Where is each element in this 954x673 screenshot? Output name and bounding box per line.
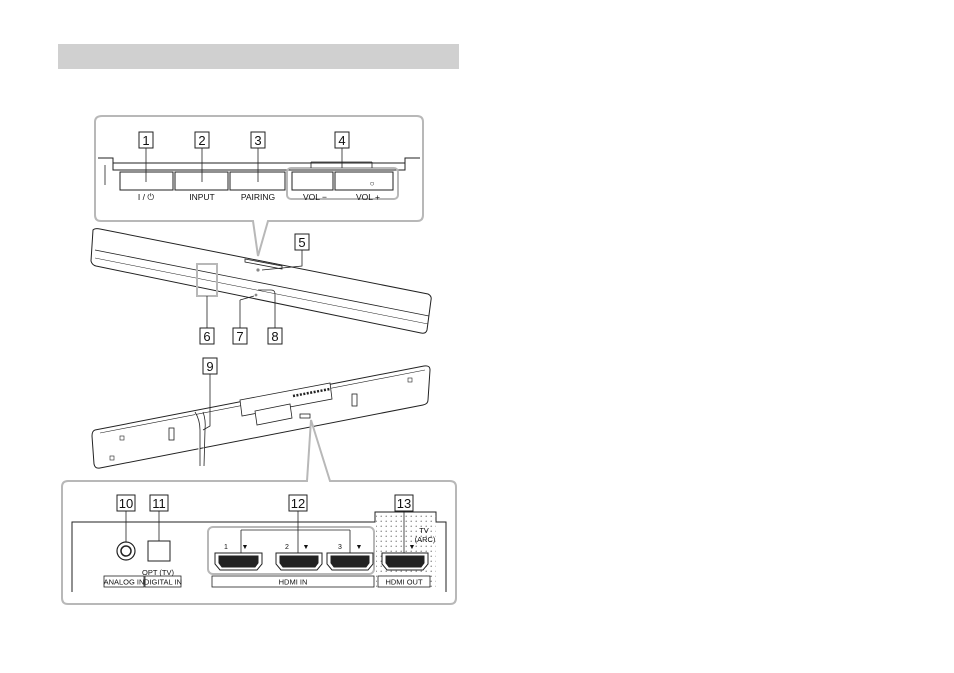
top-buttons-row bbox=[120, 172, 393, 190]
callout-6: 6 bbox=[200, 328, 214, 344]
pairing-button[interactable] bbox=[230, 172, 285, 190]
vol-plus-tactile-dot: ○ bbox=[370, 179, 375, 188]
vol-minus-button[interactable] bbox=[292, 172, 333, 190]
callout-10: 10 bbox=[117, 495, 135, 511]
hdmi-in-arrow-3: ▼ bbox=[356, 544, 363, 551]
callout-11: 11 bbox=[150, 495, 168, 511]
hdmi-out-arrow: ▼ bbox=[409, 544, 416, 551]
hdmi-in-number-3: 3 bbox=[338, 544, 342, 551]
svg-text:12: 12 bbox=[291, 496, 305, 511]
callout-2: 2 bbox=[195, 132, 209, 148]
hdmi-in-port-1[interactable] bbox=[215, 553, 262, 570]
hdmi-in-port-3[interactable] bbox=[327, 553, 373, 570]
hdmi-in-arrow-1: ▼ bbox=[242, 544, 249, 551]
svg-text:2: 2 bbox=[198, 133, 205, 148]
svg-text:3: 3 bbox=[254, 133, 261, 148]
hdmi-in-label: HDMI IN bbox=[279, 578, 308, 587]
hdmi-out-port[interactable] bbox=[382, 553, 428, 570]
callout-13: 13 bbox=[395, 495, 413, 511]
analog-in-label: ANALOG IN bbox=[104, 578, 145, 587]
power-button-label: I / ⏻ bbox=[138, 192, 154, 202]
input-button[interactable] bbox=[175, 172, 228, 190]
hdmi-out-tv-label: TV bbox=[419, 526, 429, 535]
hdmi-in-number-1: 1 bbox=[224, 544, 228, 551]
callout-9: 9 bbox=[203, 358, 217, 374]
svg-text:4: 4 bbox=[338, 133, 345, 148]
analog-in-jack[interactable] bbox=[117, 542, 135, 560]
optical-in-port[interactable] bbox=[148, 541, 170, 561]
svg-text:6: 6 bbox=[203, 329, 210, 344]
callout-4: 4 bbox=[335, 132, 349, 148]
callout-8: 8 bbox=[268, 328, 282, 344]
callout-5: 5 bbox=[295, 234, 309, 250]
svg-text:11: 11 bbox=[152, 496, 166, 511]
svg-text:7: 7 bbox=[236, 329, 243, 344]
soundbar-rear-view bbox=[92, 366, 430, 468]
vol-plus-button[interactable] bbox=[335, 172, 393, 190]
pairing-button-label: PAIRING bbox=[241, 192, 275, 202]
callout-3: 3 bbox=[251, 132, 265, 148]
vol-plus-label: VOL + bbox=[356, 192, 380, 202]
svg-text:1: 1 bbox=[142, 133, 149, 148]
digital-in-label: DIGITAL IN bbox=[144, 578, 182, 587]
svg-text:8: 8 bbox=[271, 329, 278, 344]
vol-minus-label: VOL − bbox=[303, 192, 327, 202]
svg-text:13: 13 bbox=[397, 496, 411, 511]
svg-text:10: 10 bbox=[119, 496, 133, 511]
hdmi-in-number-2: 2 bbox=[285, 544, 289, 551]
hdmi-in-port-2[interactable] bbox=[276, 553, 322, 570]
callout-7: 7 bbox=[233, 328, 247, 344]
callout-1: 1 bbox=[139, 132, 153, 148]
callout-12: 12 bbox=[289, 495, 307, 511]
svg-text:5: 5 bbox=[298, 235, 305, 250]
hdmi-in-arrow-2: ▼ bbox=[303, 544, 310, 551]
input-button-label: INPUT bbox=[189, 192, 215, 202]
hdmi-out-label: HDMI OUT bbox=[385, 578, 422, 587]
power-button[interactable] bbox=[120, 172, 173, 190]
hdmi-out-arc-label: (ARC) bbox=[415, 535, 436, 544]
svg-text:9: 9 bbox=[206, 359, 213, 374]
